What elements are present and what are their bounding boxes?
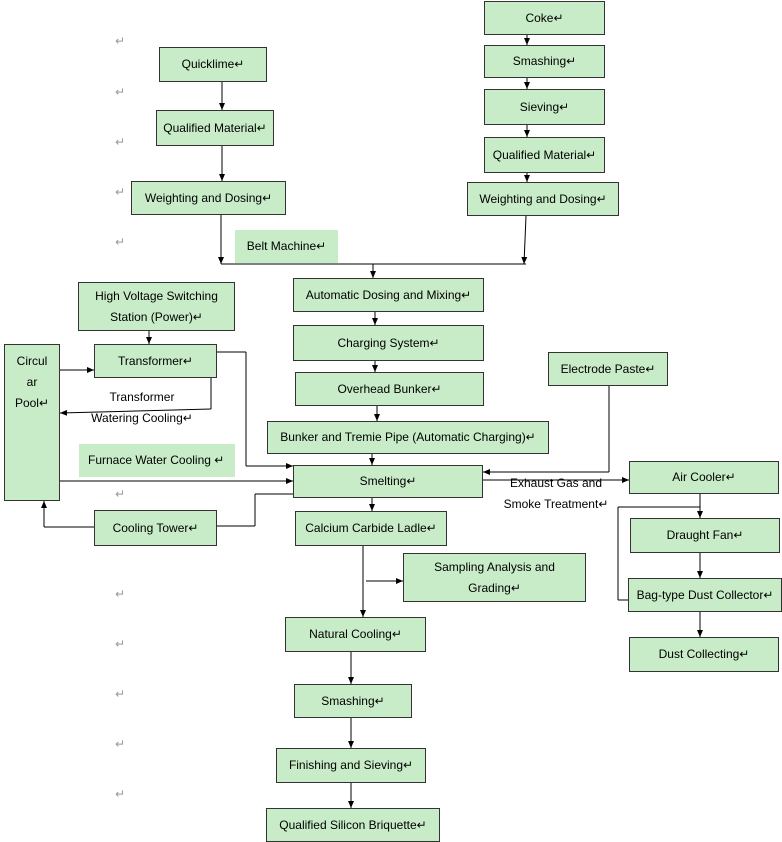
return-mark: ↵ (115, 185, 126, 199)
node-label: High Voltage Switching (95, 288, 218, 303)
node-smashing-bottom: Smashing↵ (294, 684, 412, 718)
node-smashing-top: Smashing↵ (484, 45, 605, 78)
label-line: Watering Cooling↵ (91, 411, 193, 425)
node-label: Pool↵ (14, 396, 50, 410)
node-automatic-dosing-mixing: Automatic Dosing and Mixing↵ (293, 278, 484, 312)
node-electrode-paste: Electrode Paste↵ (548, 352, 668, 386)
node-sampling-analysis: Sampling Analysis and Grading↵ (403, 553, 586, 602)
node-label: Weighting and Dosing↵ (479, 191, 607, 206)
node-label: Bunker and Tremie Pipe (Automatic Chargi… (280, 430, 536, 444)
node-quicklime: Quicklime↵ (159, 47, 267, 82)
node-cooling-tower: Cooling Tower↵ (94, 510, 217, 546)
node-label: Air Cooler↵ (672, 470, 736, 484)
return-mark: ↵ (115, 737, 126, 751)
node-finishing-sieving: Finishing and Sieving↵ (276, 748, 426, 783)
node-smelting: Smelting↵ (293, 465, 483, 498)
node-label: Calcium Carbide Ladle↵ (305, 521, 437, 535)
return-mark: ↵ (115, 34, 126, 48)
node-qualified-silicon-briquette: Qualified Silicon Briquette↵ (266, 808, 440, 842)
node-weighting-dosing-left: Weighting and Dosing↵ (131, 181, 286, 215)
label-line: Exhaust Gas and (509, 476, 603, 490)
node-label: Station (Power)↵ (110, 309, 203, 324)
node-sieving: Sieving↵ (484, 89, 605, 125)
node-dust-collecting: Dust Collecting↵ (629, 637, 779, 672)
node-label: Coke↵ (525, 10, 564, 25)
node-label: Grading↵ (468, 580, 521, 595)
label-transformer-cooling: Transformer Watering Cooling↵ (86, 387, 198, 429)
node-bag-dust-collector: Bag-type Dust Collector↵ (628, 578, 782, 612)
node-furnace-water-cooling: Furnace Water Cooling ↵ (79, 444, 235, 477)
node-qualified-material-left: Qualified Material↵ (156, 110, 274, 146)
node-label: Belt Machine↵ (246, 239, 327, 253)
node-label: Transformer↵ (118, 353, 193, 368)
node-label: Automatic Dosing and Mixing↵ (305, 287, 472, 302)
node-belt-machine: Belt Machine↵ (235, 230, 338, 263)
node-label: Weighting and Dosing↵ (144, 190, 273, 205)
node-qualified-material-right: Qualified Material↵ (484, 137, 605, 173)
node-label: Qualified Material↵ (492, 147, 597, 162)
label-line: Smoke Treatment↵ (503, 497, 609, 511)
return-mark: ↵ (115, 487, 126, 501)
return-mark: ↵ (115, 235, 126, 249)
node-label: Sieving↵ (519, 99, 570, 114)
node-air-cooler: Air Cooler↵ (629, 461, 779, 494)
node-label: Draught Fan↵ (666, 528, 744, 542)
node-label: Quicklime↵ (181, 57, 245, 71)
node-natural-cooling: Natural Cooling↵ (285, 617, 426, 652)
node-weighting-dosing-right: Weighting and Dosing↵ (467, 182, 619, 216)
node-label: Natural Cooling↵ (309, 627, 402, 641)
node-label: Circul (16, 354, 48, 368)
node-label: Qualified Silicon Briquette↵ (279, 817, 427, 832)
return-mark: ↵ (115, 687, 126, 701)
node-label: Furnace Water Cooling ↵ (88, 453, 225, 467)
return-mark: ↵ (115, 787, 126, 801)
node-label: Smashing↵ (321, 693, 385, 708)
node-label: Bag-type Dust Collector↵ (636, 587, 774, 602)
node-hv-switching-station: High Voltage Switching Station (Power)↵ (78, 282, 235, 331)
node-overhead-bunker: Overhead Bunker↵ (295, 372, 484, 406)
node-label: Smelting↵ (359, 474, 417, 488)
node-label: Charging System↵ (337, 335, 440, 350)
return-mark: ↵ (115, 135, 126, 149)
node-draught-fan: Draught Fan↵ (630, 518, 780, 553)
node-calcium-carbide-ladle: Calcium Carbide Ladle↵ (295, 511, 447, 546)
node-transformer: Transformer↵ (94, 344, 217, 378)
node-label: ar (26, 375, 38, 389)
node-bunker-tremie-pipe: Bunker and Tremie Pipe (Automatic Chargi… (267, 421, 549, 454)
node-charging-system: Charging System↵ (293, 325, 484, 361)
node-label: Finishing and Sieving↵ (288, 758, 414, 772)
node-label: Cooling Tower↵ (112, 520, 199, 535)
label-exhaust-gas: Exhaust Gas and Smoke Treatment↵ (500, 473, 612, 515)
return-mark: ↵ (115, 637, 126, 651)
node-circular-pool: Circul ar Pool↵ (4, 344, 60, 501)
node-label: Overhead Bunker↵ (337, 381, 442, 396)
node-label: Sampling Analysis and (434, 559, 555, 574)
node-label: Electrode Paste↵ (560, 361, 656, 376)
node-label: Qualified Material↵ (163, 120, 267, 135)
node-label: Dust Collecting↵ (658, 647, 750, 661)
return-mark: ↵ (115, 587, 126, 601)
label-line: Transformer (109, 390, 175, 404)
return-mark: ↵ (115, 85, 126, 99)
node-coke: Coke↵ (484, 1, 605, 35)
node-label: Smashing↵ (512, 54, 577, 68)
